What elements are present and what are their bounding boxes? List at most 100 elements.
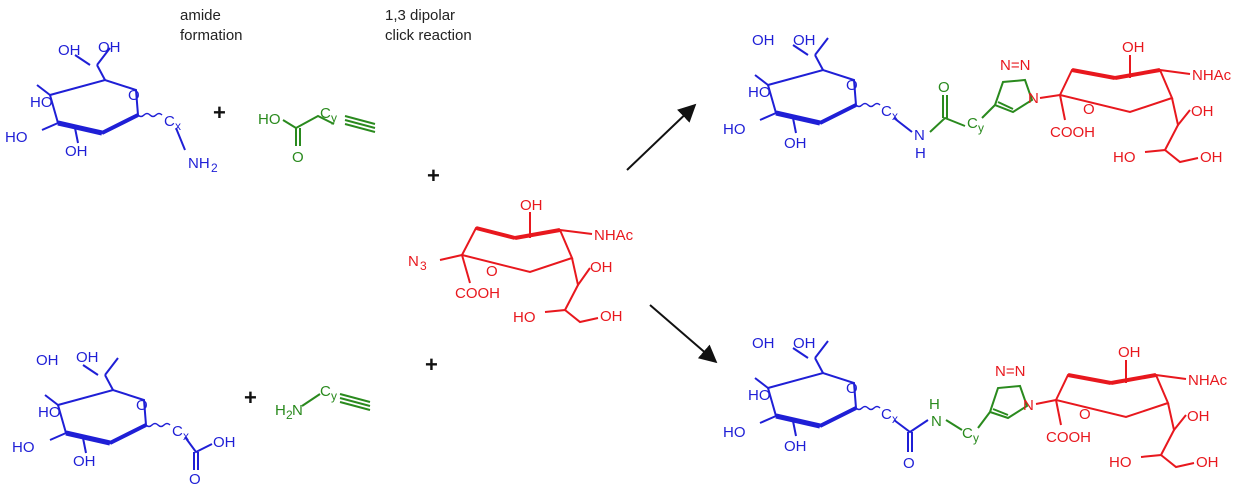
o-acid-bottom: O	[189, 471, 201, 486]
ho-top-left: HO	[30, 94, 53, 111]
bottom-product-sialic	[1035, 360, 1195, 469]
h2n-amine: H	[275, 402, 286, 419]
top-product-galactose	[754, 37, 913, 134]
tp-sialic-oh-low: OH	[1200, 149, 1223, 166]
bp-ho-2: HO	[723, 424, 746, 441]
tp-sialic-nhac: NHAc	[1192, 67, 1232, 84]
galactose-acid-labels: HO OH OH HO OH O C x OH O	[12, 349, 236, 486]
bottom-product-labels: HO OH OH HO OH O C x O N H C y N=N N OH …	[723, 335, 1228, 472]
o-acid: O	[292, 149, 304, 166]
nhac-sialic: NHAc	[594, 227, 634, 244]
tp-ho-1: HO	[748, 84, 771, 101]
cx-sub-bottom-left: x	[183, 429, 189, 443]
bp-oh-1: OH	[752, 335, 775, 352]
cx-bottom-left: C	[172, 423, 183, 440]
bp-triazole-nn: N=N	[995, 363, 1025, 380]
plus-1: +	[213, 100, 226, 125]
alkyne-acid-structure	[282, 114, 376, 146]
plus-2: +	[427, 163, 440, 188]
bp-n: N	[931, 413, 942, 430]
tp-cy: C	[967, 115, 978, 132]
tp-triazole-n: N	[1028, 90, 1039, 107]
alkyne-amine-labels: H 2 N C y	[275, 383, 337, 422]
ho-top-left-2: HO	[5, 129, 28, 146]
nh2-top-left: NH	[188, 155, 210, 172]
bp-sialic-oh-low: OH	[1196, 454, 1219, 471]
tp-sialic-cooh: COOH	[1050, 124, 1095, 141]
tp-sialic-oh: OH	[1122, 39, 1145, 56]
oh-sialic-top: OH	[520, 197, 543, 214]
bp-ho-1: HO	[748, 387, 771, 404]
arrow-to-top-product	[626, 103, 697, 171]
ho-acid: HO	[258, 111, 281, 128]
bp-cx: C	[881, 406, 892, 423]
amide-label-line1: amide	[180, 7, 221, 24]
cy-sub-amine: y	[331, 389, 337, 403]
plus-3: +	[244, 385, 257, 410]
tp-oh-1: OH	[752, 32, 775, 49]
sialic-azide-labels: OH NHAc N 3 O COOH OH HO OH	[408, 197, 634, 326]
tp-n: N	[914, 127, 925, 144]
oh-top-2: OH	[98, 39, 121, 56]
nh2-sub: 2	[211, 161, 218, 175]
sialic-azide-structure	[439, 212, 599, 324]
cy-amine: C	[320, 383, 331, 400]
bp-cy-sub: y	[973, 431, 979, 445]
n-amine: N	[292, 402, 303, 419]
amide-formation-label: amide formation	[180, 7, 243, 44]
bottom-product-galactose	[754, 340, 929, 452]
arrow-to-bottom-product	[649, 304, 718, 364]
bp-sialic-oh: OH	[1118, 344, 1141, 361]
bp-o-amide: O	[903, 455, 915, 472]
tp-sialic-oh-mid: OH	[1191, 103, 1214, 120]
tp-ring-o: O	[846, 77, 858, 94]
ho-bottom-left-2: HO	[12, 439, 35, 456]
tp-oh-3: OH	[784, 135, 807, 152]
bp-h: H	[929, 396, 940, 413]
bp-cx-sub: x	[892, 412, 898, 426]
cy-acid: C	[320, 105, 331, 122]
oh-sialic-low: OH	[600, 308, 623, 325]
tp-cx-sub: x	[892, 109, 898, 123]
bp-triazole-n: N	[1023, 397, 1034, 414]
click-label-line1: 1,3 dipolar	[385, 7, 455, 24]
tp-oh-2: OH	[793, 32, 816, 49]
cx-top-left: C	[164, 113, 175, 130]
tp-sialic-ho-low: HO	[1113, 149, 1136, 166]
ring-o-bottom-left: O	[136, 397, 148, 414]
ring-o-top-left: O	[128, 87, 140, 104]
bp-oh-2: OH	[793, 335, 816, 352]
oh-bottom-1: OH	[36, 352, 59, 369]
plus-4: +	[425, 352, 438, 377]
amide-label-line2: formation	[180, 27, 243, 44]
bp-sialic-ho-low: HO	[1109, 454, 1132, 471]
click-reaction-label: 1,3 dipolar click reaction	[385, 7, 472, 44]
tp-o-amide: O	[938, 79, 950, 96]
galactose-amine-labels: HO OH OH HO OH O C x NH 2	[5, 39, 218, 175]
top-product-sialic	[1039, 55, 1199, 164]
galactose-amine-structure	[36, 47, 186, 151]
bp-sialic-oh-mid: OH	[1187, 408, 1210, 425]
ring-o-sialic: O	[486, 263, 498, 280]
click-label-line2: click reaction	[385, 27, 472, 44]
bp-sialic-nhac: NHAc	[1188, 372, 1228, 389]
bp-cy: C	[962, 425, 973, 442]
tp-cy-sub: y	[978, 121, 984, 135]
tp-h: H	[915, 145, 926, 162]
tp-ho-2: HO	[723, 121, 746, 138]
ho-bottom-left: HO	[38, 404, 61, 421]
tp-cx: C	[881, 103, 892, 120]
tp-sialic-ring-o: O	[1083, 101, 1095, 118]
cooh-sialic: COOH	[455, 285, 500, 302]
h2n-sub: 2	[286, 408, 293, 422]
galactose-acid-structure	[44, 357, 213, 470]
top-product-labels: HO OH OH HO OH O C x N H O C y N=N N OH …	[723, 32, 1232, 166]
oh-top-bottom: OH	[65, 143, 88, 160]
n3-sub: 3	[420, 259, 427, 273]
oh-bottom-2: OH	[76, 349, 99, 366]
oh-acid-bottom: OH	[213, 434, 236, 451]
oh-bottom-bottom: OH	[73, 453, 96, 470]
top-product-linker	[929, 78, 1034, 133]
alkyne-acid-labels: HO O C y	[258, 105, 337, 166]
